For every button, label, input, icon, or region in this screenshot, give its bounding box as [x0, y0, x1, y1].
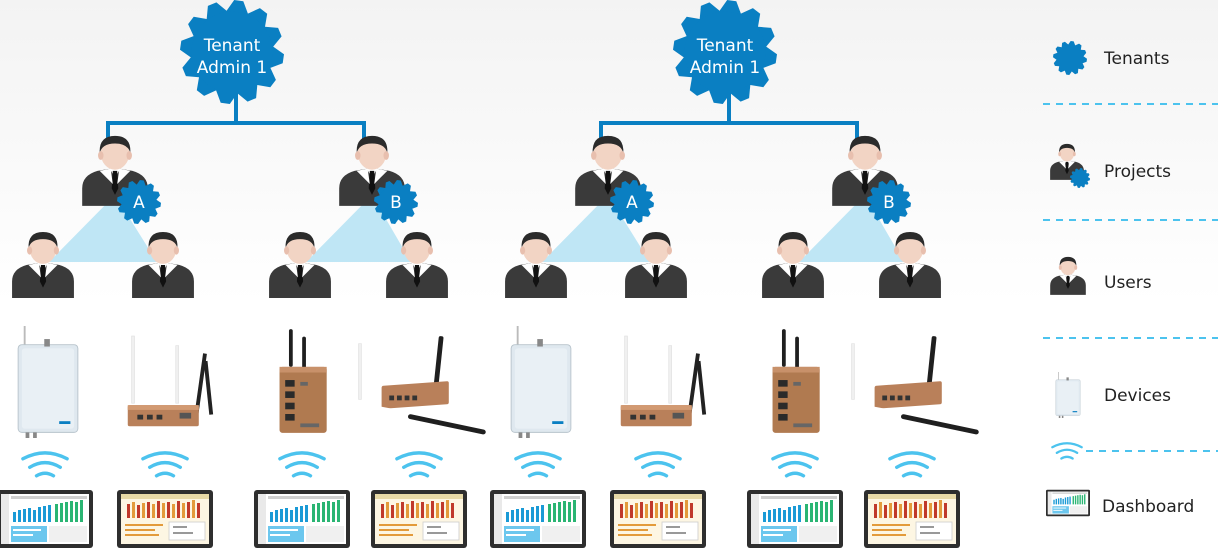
tenant-admin-label: Admin 1: [197, 58, 267, 78]
project-badge-label: B: [390, 193, 402, 213]
user-icon: [269, 231, 331, 298]
legend-label-projects: Projects: [1104, 162, 1171, 182]
wifi-icon: [634, 451, 682, 478]
device-router-icon: [620, 335, 707, 427]
user-icon: [12, 231, 74, 298]
project-badge-gear-icon: [374, 180, 418, 224]
tenant-admin-label: Admin 1: [690, 58, 760, 78]
user-icon: [505, 231, 567, 298]
project-badge-label: B: [883, 193, 895, 213]
wifi-icon: [1051, 442, 1083, 460]
project-badge-gear-icon: [867, 180, 911, 224]
legend-label-users: Users: [1104, 273, 1152, 293]
device-router-with-long-antenna-icon: [848, 336, 977, 432]
wifi-icon: [141, 451, 189, 478]
device-icon: [1055, 371, 1081, 419]
legend-label-dashboard: Dashboard: [1102, 497, 1194, 517]
dashboard-icon: [0, 490, 93, 548]
wifi-icon: [888, 451, 936, 478]
wifi-icon: [395, 451, 443, 478]
project-area: [306, 195, 411, 262]
device-router-icon: [127, 335, 214, 427]
gear-icon: [1053, 41, 1087, 75]
project-area: [49, 195, 157, 262]
dashboard-icon: [609, 489, 707, 549]
device-industrial-box-icon: [279, 329, 327, 433]
project-area: [799, 195, 904, 262]
legend-item-projects: Projects: [1050, 143, 1171, 188]
device-industrial-box-icon: [772, 329, 820, 433]
dashboard-icon: [863, 489, 961, 549]
hierarchy-connectors: [599, 92, 859, 145]
project-area: [542, 195, 650, 262]
project-group: A: [490, 135, 707, 549]
project-badge-label: A: [626, 193, 638, 213]
dashboard-icon: [490, 490, 586, 548]
project-badge-label: A: [133, 193, 145, 213]
user-icon: [762, 231, 824, 298]
device-access-point-icon: [510, 325, 572, 439]
device-router-with-long-antenna-icon: [355, 336, 484, 432]
tenant-admin-gear-icon: [673, 0, 777, 104]
project-group: B: [747, 135, 977, 549]
legend-item-devices: Devices: [1055, 371, 1171, 419]
tenant-admin-label: Tenant: [203, 36, 261, 56]
gear-icon-shape: [1070, 168, 1090, 188]
project-group: A: [0, 135, 214, 549]
wifi-icon: [771, 451, 819, 478]
dashboard-icon: [1046, 489, 1090, 517]
legend-item-dashboard: Dashboard: [1046, 489, 1194, 517]
tenant-admin-gear-icon: [180, 0, 284, 104]
project-icon: [1050, 143, 1090, 188]
tenant-admin-label: Tenant: [696, 36, 754, 56]
dashboard-icon: [116, 489, 214, 549]
legend: Tenants Projects Users Devices Dashboar: [1043, 41, 1218, 517]
project-group: B: [254, 135, 484, 549]
legend-item-users: Users: [1050, 256, 1152, 295]
dashboard-icon: [747, 490, 843, 548]
legend-item-wifi: [1051, 442, 1218, 460]
legend-item-tenants: Tenants: [1053, 41, 1170, 75]
legend-label-devices: Devices: [1104, 386, 1171, 406]
wifi-icon: [514, 451, 562, 478]
gear-icon-shape: [1053, 41, 1087, 75]
project-badge-gear-icon: [117, 180, 161, 224]
user-icon: [1050, 256, 1086, 295]
dashboard-icon: [254, 490, 350, 548]
wifi-icon: [21, 451, 69, 478]
hierarchy-connectors: [106, 92, 366, 145]
device-access-point-icon: [17, 325, 79, 439]
dashboard-icon: [370, 489, 468, 549]
legend-label-tenants: Tenants: [1103, 49, 1170, 69]
wifi-icon: [278, 451, 326, 478]
project-badge-gear-icon: [610, 180, 654, 224]
